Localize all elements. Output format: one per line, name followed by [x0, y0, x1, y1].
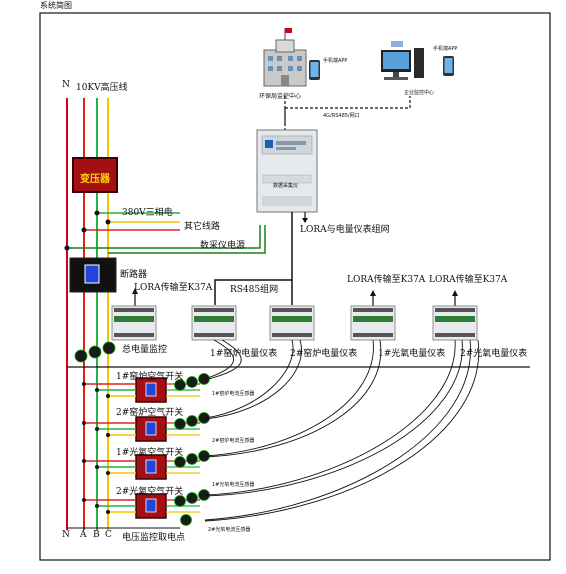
enterprise-phone-label: 手机端APP	[433, 46, 458, 52]
bus-c-label: C	[105, 530, 112, 540]
switch-label: 1#窑炉空气开关	[116, 372, 184, 382]
transformer-label: 变压器	[80, 174, 110, 185]
sensor-label: 2#光氧电流互感器	[208, 527, 251, 533]
switch-label: 1#光氧空气开关	[116, 448, 184, 458]
lora-k37a-2-label: LORA传输至K37A	[429, 275, 508, 285]
meter-label: 2#光氧电量仪表	[460, 349, 528, 359]
sensor-label: 2#窑炉电流互感器	[212, 438, 255, 444]
diagram-title: 系统简图	[40, 1, 72, 10]
daq-power-label: 数采仪电源	[200, 241, 246, 251]
lora-k37a-main-label: LORA传输至K37A	[134, 283, 213, 293]
n-top-label: N	[62, 80, 70, 90]
phone-icon	[309, 60, 320, 80]
computer-icon	[381, 41, 424, 80]
network-label: 4G/RS485/网口	[323, 113, 360, 119]
breaker-label: 断路器	[120, 270, 148, 280]
meter-label: 1#光氧电量仪表	[378, 349, 446, 359]
bus-a-label: A	[80, 530, 87, 540]
transformer-box	[72, 157, 118, 193]
voltage-point-label: 电压监控取电点	[122, 533, 186, 543]
meter-label: 1#窑炉电量仪表	[210, 349, 278, 359]
lora-network-label: LORA与电量仪表组网	[300, 225, 390, 235]
rs485-label: RS485组网	[230, 285, 279, 295]
gateway-device	[256, 129, 318, 213]
meter-label: 总电量监控	[122, 345, 168, 355]
bus-b-label: B	[93, 530, 100, 540]
hv-line-label: 10KV高压线	[76, 83, 128, 93]
env-center-label: 环保局监控中心	[259, 93, 302, 100]
gateway-label: 数据采集仪	[273, 183, 299, 189]
switch-label: 2#窑炉空气开关	[116, 408, 184, 418]
sensor-label: 1#窑炉电流互感器	[212, 391, 255, 397]
bus-n-label: N	[62, 530, 70, 540]
sensor-label: 1#光氧电流互感器	[212, 482, 255, 488]
enterprise-center-label: 企业监控中心	[404, 90, 435, 96]
switch-label: 2#光氧空气开关	[116, 487, 184, 497]
other-lines-label: 其它线路	[184, 222, 221, 232]
env-phone-label: 手机端APP	[323, 58, 348, 64]
phone-icon	[443, 56, 454, 76]
lora-k37a-1-label: LORA传输至K37A	[347, 275, 426, 285]
three-phase-label: 380V三相电	[122, 208, 173, 218]
meter-label: 2#窑炉电量仪表	[290, 349, 358, 359]
diagram-frame	[39, 12, 551, 561]
building-icon	[263, 28, 307, 87]
